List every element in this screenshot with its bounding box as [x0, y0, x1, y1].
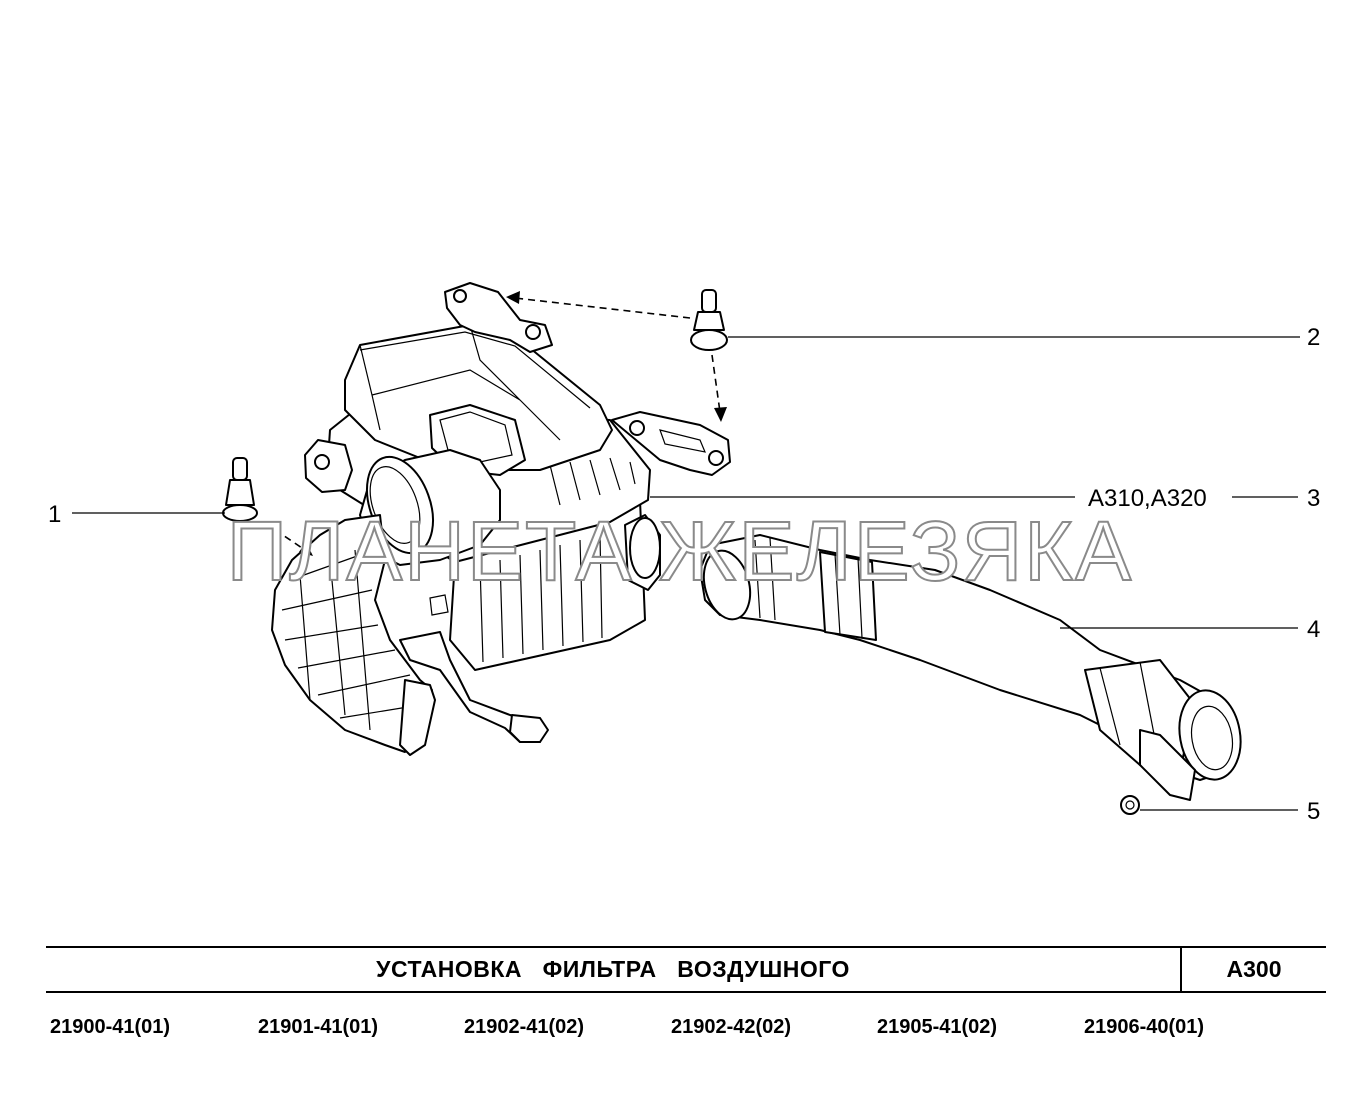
callout-3-reference: A310,A320 [1088, 485, 1207, 512]
model-code: 21906-40(01) [1084, 1016, 1205, 1038]
callout-1: 1 [48, 501, 61, 528]
callout-5: 5 [1307, 798, 1320, 825]
title-block: УСТАНОВКА ФИЛЬТРА ВОЗДУШНОГО A300 [46, 946, 1326, 993]
air-duct [699, 534, 1242, 801]
model-list: 21900-41(01) 21901-41(01) 21902-41(02) 2… [46, 1012, 1326, 1042]
model-code: 21900-41(01) [50, 1016, 171, 1038]
mounting-pin-top [690, 289, 728, 351]
drawing-title: УСТАНОВКА ФИЛЬТРА ВОЗДУШНОГО [376, 956, 850, 982]
callout-2: 2 [1307, 324, 1320, 351]
model-code: 21902-41(02) [464, 1016, 585, 1038]
leader-lines [72, 336, 1300, 811]
assembly-arrows [264, 291, 727, 556]
intake-sleeve [271, 449, 549, 756]
drawing-code: A300 [1226, 956, 1282, 982]
callout-4: 4 [1307, 616, 1320, 643]
nut [1120, 795, 1140, 815]
model-code: 21905-41(02) [877, 1016, 998, 1038]
model-code: 21901-41(01) [258, 1016, 379, 1038]
mounting-pin-left [222, 457, 258, 522]
title-divider [1180, 948, 1182, 991]
watermark: ПЛАНЕТА ЖЕЛЕЗЯКА [227, 504, 1133, 598]
air-filter-housing [304, 282, 731, 671]
model-code: 21902-42(02) [671, 1016, 792, 1038]
callout-3: 3 [1307, 485, 1320, 512]
